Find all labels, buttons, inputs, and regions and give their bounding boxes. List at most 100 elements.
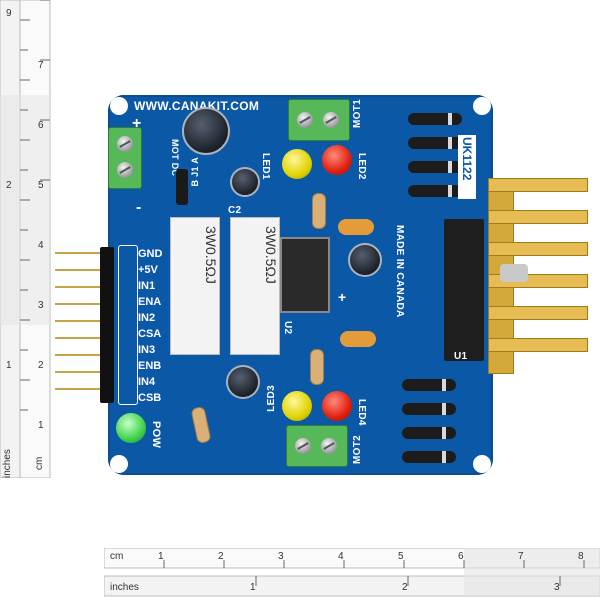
hruler-num: 2: [218, 551, 224, 562]
hruler-num: 8: [578, 551, 584, 562]
power-resistor-1: 3W0.5ΩJ: [170, 217, 220, 355]
pin: [55, 371, 105, 373]
plus-label: +: [132, 115, 142, 132]
capacitor-lower: [226, 365, 260, 399]
pin-label: IN1: [138, 280, 156, 292]
c2-label: C2: [228, 205, 242, 216]
diode: [392, 113, 478, 125]
hruler-num: 4: [338, 551, 344, 562]
pin-label: CSB: [138, 392, 162, 404]
pin: [55, 303, 105, 305]
resistor: [312, 193, 326, 229]
power-led: [116, 413, 146, 443]
led2-red: [322, 145, 352, 175]
voltage-regulator: [280, 237, 330, 313]
pin-label: IN4: [138, 376, 156, 388]
resistor-text: 3W0.5ΩJ: [263, 226, 279, 284]
board-url: WWW.CANAKIT.COM: [134, 99, 260, 113]
heatsink-screw: [500, 264, 528, 282]
mot2-label: MOT2: [352, 435, 363, 464]
hruler-num: 7: [518, 551, 524, 562]
diode: [386, 379, 472, 391]
pin: [55, 354, 105, 356]
resistor: [190, 405, 212, 445]
vruler-in-num: 1: [6, 360, 12, 371]
pow-label: POW: [150, 421, 162, 449]
vruler-num: 6: [38, 120, 44, 131]
led3-label: LED3: [266, 385, 277, 412]
mot1-label: MOT1: [352, 99, 363, 128]
heatsink-fin: [488, 338, 588, 352]
motor2-terminal: [286, 425, 348, 467]
vertical-ruler: 9 7 6 2 5 4 3 1 2 1 inches cm: [0, 0, 58, 478]
vruler-inches-label: inches: [2, 449, 13, 478]
capacitor-c2: [230, 167, 260, 197]
heatsink-fin: [488, 178, 588, 192]
hruler-inches-unit: inches: [110, 582, 139, 593]
pin: [55, 286, 105, 288]
hruler-num: 1: [158, 551, 164, 562]
pin-label: GND: [138, 248, 163, 260]
screw: [297, 112, 313, 128]
hruler-cm-unit: cm: [110, 551, 124, 562]
capacitor-small: [348, 243, 382, 277]
pin-label: IN3: [138, 344, 156, 356]
motor1-terminal: [288, 99, 350, 141]
vruler-num: 5: [38, 180, 44, 191]
hruler-in-num: 1: [250, 582, 256, 593]
pin-label: CSA: [138, 328, 162, 340]
pin: [55, 269, 105, 271]
diode: [386, 427, 472, 439]
vruler-num: 2: [38, 360, 44, 371]
led3-yellow: [282, 391, 312, 421]
pin-label: ENB: [138, 360, 162, 372]
pin-label: IN2: [138, 312, 156, 324]
jumper[interactable]: [176, 169, 188, 205]
hruler-num: 6: [458, 551, 464, 562]
led4-red: [322, 391, 352, 421]
heatsink-fin: [488, 306, 588, 320]
diode: [386, 451, 472, 463]
cap-plus: +: [338, 289, 347, 305]
resistor-text: 3W0.5ΩJ: [203, 226, 219, 284]
u1-label: U1: [454, 351, 468, 362]
led1-label: LED1: [260, 153, 271, 180]
screw: [323, 112, 339, 128]
model-label: UK1122: [460, 137, 474, 181]
header-outline: [118, 245, 138, 405]
made-in-canada: MADE IN CANADA: [394, 225, 405, 318]
pin: [55, 388, 105, 390]
vruler-num: 3: [38, 300, 44, 311]
heatsink-fin: [488, 210, 588, 224]
mount-hole: [473, 455, 491, 473]
pin: [55, 252, 105, 254]
heatsink-fin: [488, 242, 588, 256]
pin-label: +5V: [138, 264, 158, 276]
screw: [295, 438, 311, 454]
vruler-num: 1: [38, 420, 44, 431]
capacitor-large: [182, 107, 230, 155]
hruler-in-num: 3: [554, 582, 560, 593]
diode: [386, 403, 472, 415]
resistor: [310, 349, 324, 385]
u2-label: U2: [282, 321, 293, 335]
vruler-in-num: 2: [6, 180, 12, 191]
jumper-label: B J1 A: [190, 157, 200, 187]
pin-header: [100, 247, 114, 403]
vruler-num: 4: [38, 240, 44, 251]
vruler-num: 7: [38, 60, 44, 71]
mount-hole: [110, 455, 128, 473]
motor-dc-terminal: [108, 127, 142, 189]
pin-label: ENA: [138, 296, 162, 308]
minus-label: -: [136, 199, 142, 216]
ceramic-cap: [338, 219, 374, 235]
vruler-cm-label: 9: [6, 8, 12, 19]
pcb-board: WWW.CANAKIT.COM + - MOT DC B J1 A C2 3W0…: [100, 95, 493, 475]
screw: [117, 136, 133, 152]
screw: [321, 438, 337, 454]
model-badge: UK1122: [458, 135, 476, 199]
mount-hole: [110, 97, 128, 115]
vruler-cm-unit: cm: [34, 456, 45, 470]
hruler-in-num: 2: [402, 582, 408, 593]
driver-ic-u1: [444, 219, 484, 361]
